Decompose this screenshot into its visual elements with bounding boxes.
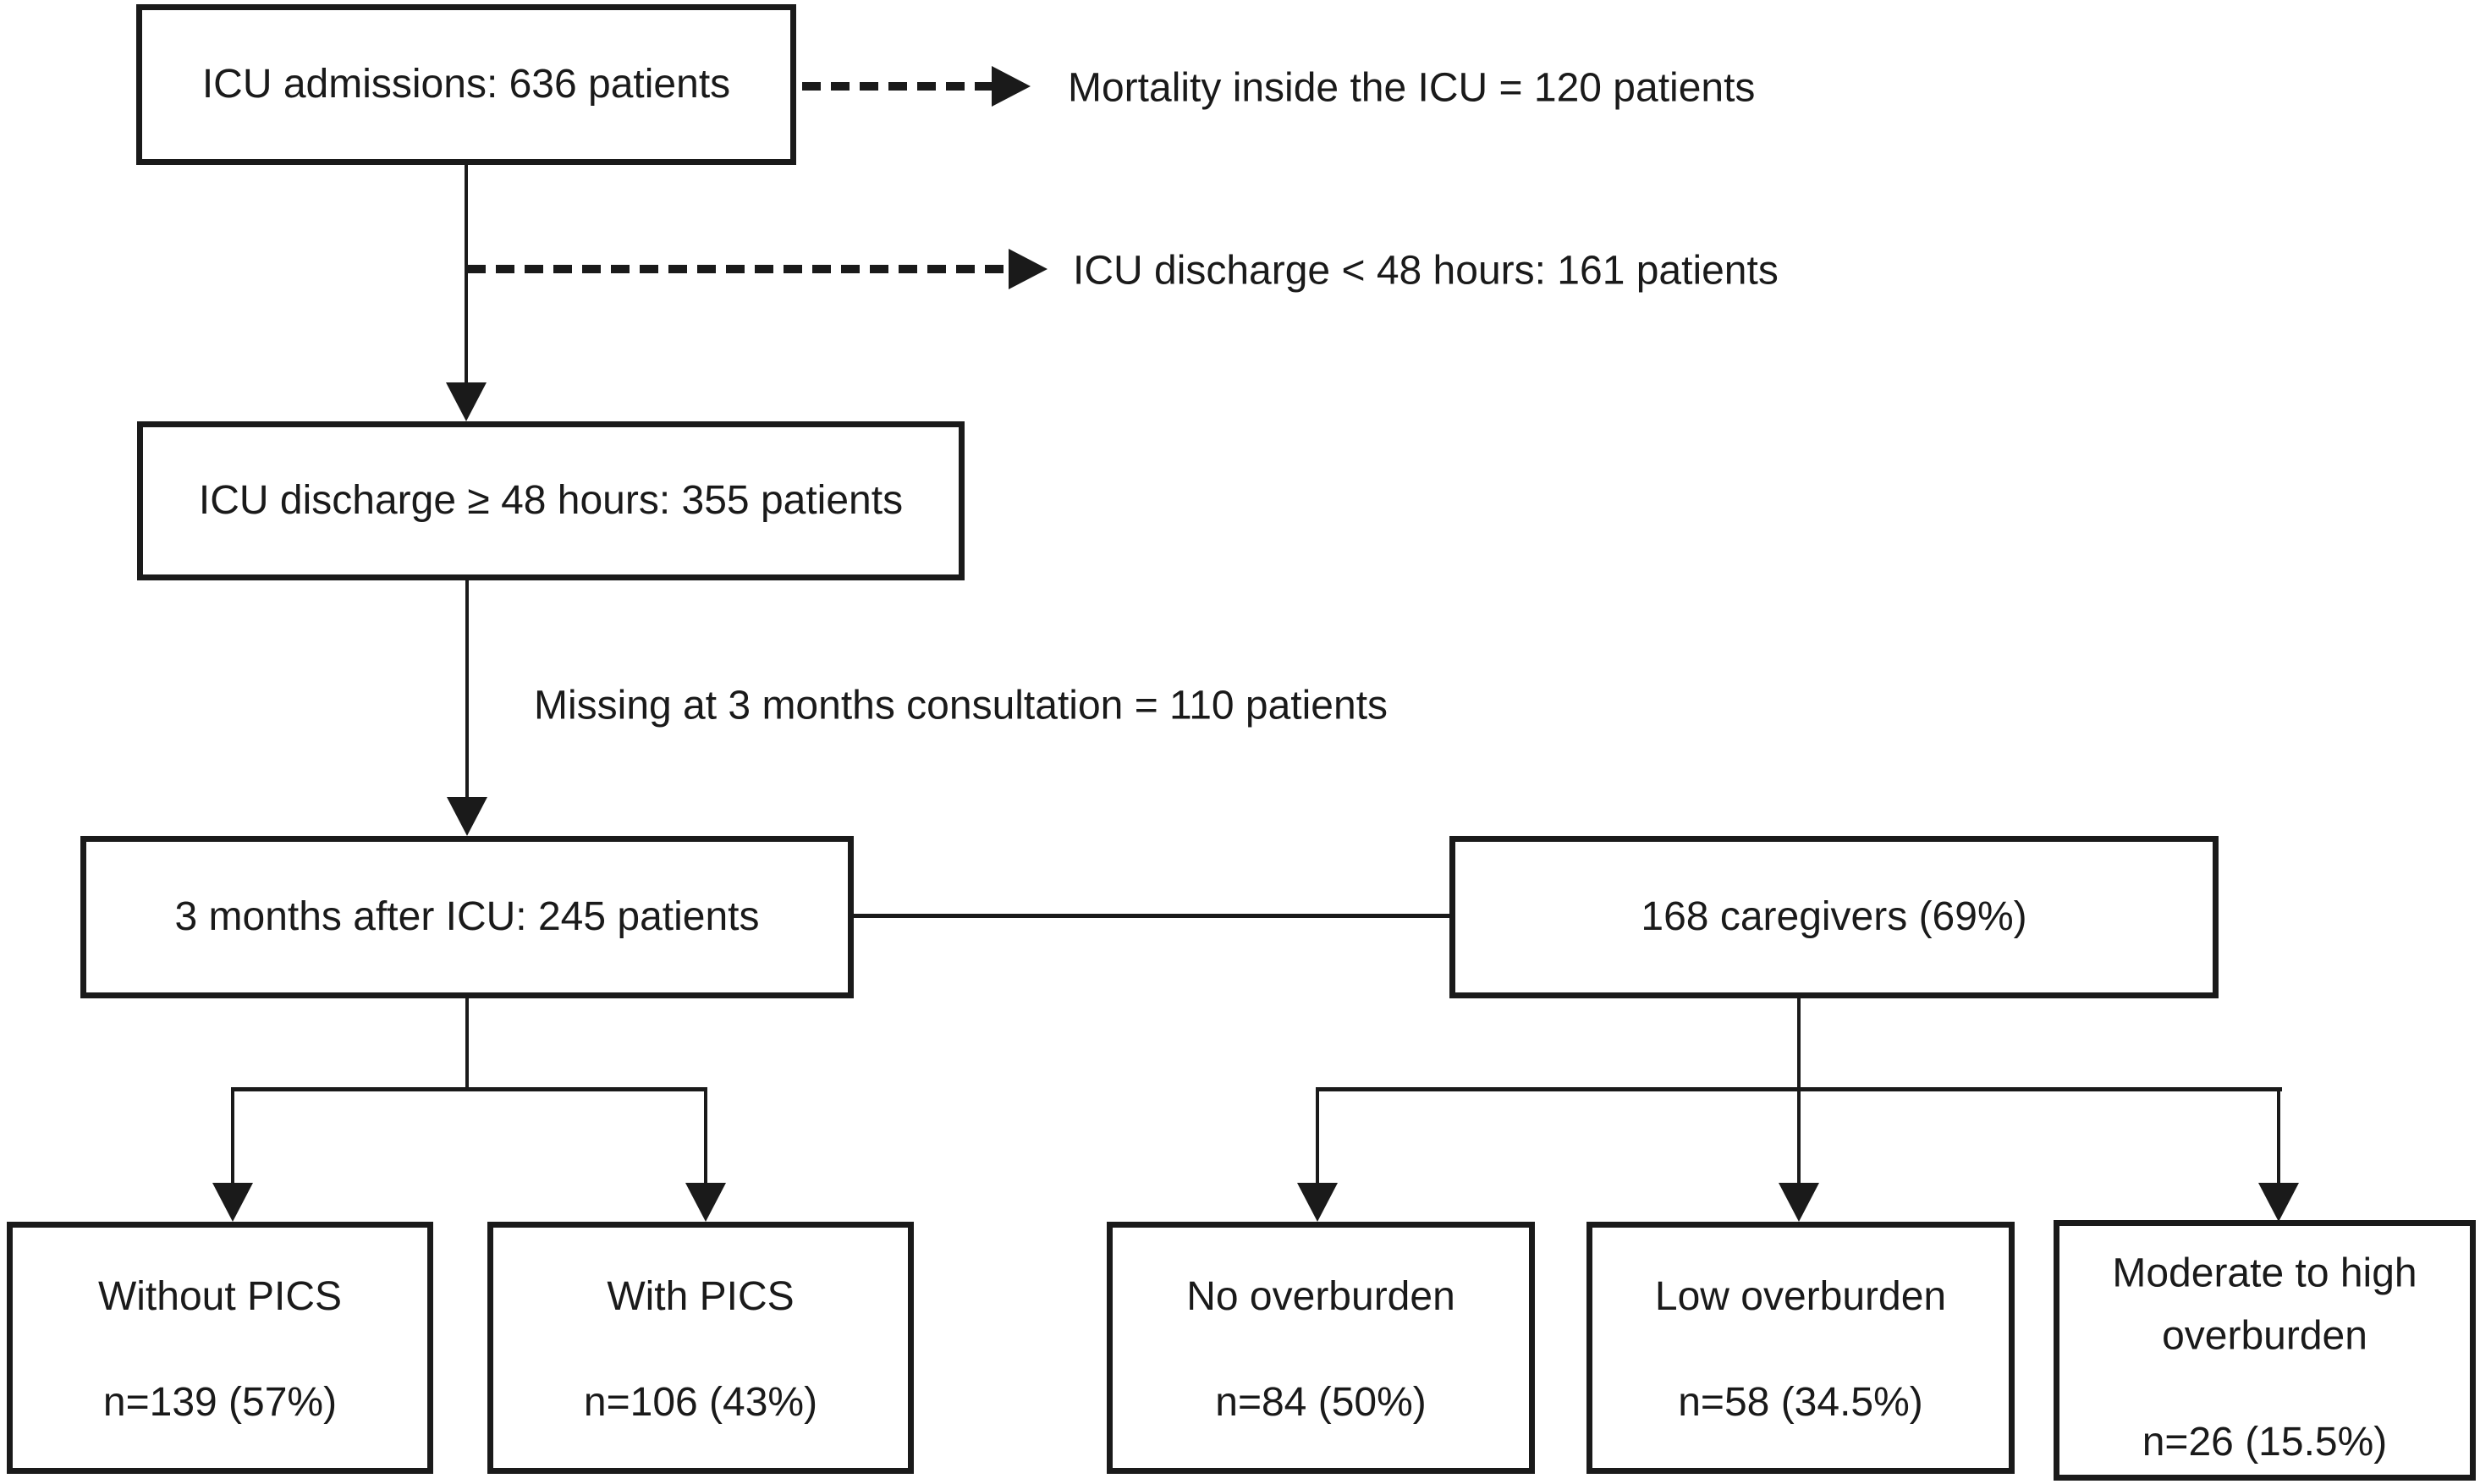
node-with-pics-title: With PICS [607, 1274, 795, 1320]
arrowhead-down-icon [212, 1183, 253, 1222]
node-moderate-high-overburden: Moderate to high overburden n=26 (15.5%) [2054, 1220, 2476, 1481]
arrowhead-down-icon [1297, 1183, 1338, 1222]
connector-without-pics-drop-line [231, 1087, 234, 1183]
arrowhead-right-icon [1009, 249, 1048, 289]
arrowhead-right-icon [992, 66, 1031, 107]
node-three-months-after-icu: 3 months after ICU: 245 patients [80, 836, 854, 998]
node-with-pics: With PICS n=106 (43%) [487, 1222, 914, 1474]
arrowhead-down-icon [2258, 1183, 2299, 1222]
node-low-overburden-value: n=58 (34.5%) [1678, 1380, 1923, 1426]
connector-pics-crossbar-line [231, 1087, 707, 1091]
node-three-months-after-icu-label: 3 months after ICU: 245 patients [174, 894, 760, 939]
connector-admissions-to-discharge-line [465, 165, 468, 382]
connector-overburden-stem-line [1797, 998, 1801, 1089]
node-icu-discharge-ge48-label: ICU discharge ≥ 48 hours: 355 patients [198, 478, 904, 523]
connector-moderate-overburden-drop-line [2277, 1087, 2280, 1183]
node-moderate-high-overburden-title: Moderate to high overburden [2059, 1243, 2470, 1369]
node-icu-admissions: ICU admissions: 636 patients [136, 4, 796, 165]
node-low-overburden-title: Low overburden [1654, 1274, 1947, 1320]
node-icu-admissions-label: ICU admissions: 636 patients [201, 62, 731, 107]
connector-early-discharge-dashed-line [467, 265, 1009, 273]
node-caregivers-label: 168 caregivers (69%) [1641, 894, 2027, 939]
annotation-missing-3-months: Missing at 3 months consultation = 110 p… [534, 683, 1388, 728]
node-no-overburden-title: No overburden [1186, 1274, 1455, 1320]
node-without-pics: Without PICS n=139 (57%) [7, 1222, 433, 1474]
connector-discharge-to-3months-line [465, 580, 469, 797]
node-without-pics-value: n=139 (57%) [102, 1380, 338, 1426]
node-without-pics-title: Without PICS [97, 1274, 343, 1320]
connector-mortality-dashed-line [802, 82, 992, 91]
connector-no-overburden-drop-line [1316, 1087, 1319, 1183]
annotation-early-discharge: ICU discharge < 48 hours: 161 patients [1073, 248, 1779, 294]
node-with-pics-value: n=106 (43%) [583, 1380, 818, 1426]
connector-3months-to-caregivers-line [854, 914, 1449, 918]
node-no-overburden-value: n=84 (50%) [1215, 1380, 1427, 1426]
node-no-overburden: No overburden n=84 (50%) [1107, 1222, 1535, 1474]
connector-with-pics-drop-line [704, 1087, 707, 1183]
node-moderate-high-overburden-title-line1: Moderate to high [2112, 1250, 2417, 1296]
arrowhead-down-icon [685, 1183, 726, 1222]
node-caregivers: 168 caregivers (69%) [1449, 836, 2219, 998]
arrowhead-down-icon [447, 797, 487, 836]
arrowhead-down-icon [1779, 1183, 1819, 1222]
node-moderate-high-overburden-title-line2: overburden [2162, 1314, 2367, 1360]
connector-pics-stem-line [465, 998, 469, 1089]
node-moderate-high-overburden-value: n=26 (15.5%) [2142, 1419, 2388, 1465]
annotation-mortality: Mortality inside the ICU = 120 patients [1068, 65, 1756, 111]
connector-low-overburden-drop-line [1797, 1087, 1801, 1183]
arrowhead-down-icon [446, 382, 487, 421]
node-low-overburden: Low overburden n=58 (34.5%) [1586, 1222, 2015, 1474]
node-icu-discharge-ge48: ICU discharge ≥ 48 hours: 355 patients [137, 421, 965, 580]
